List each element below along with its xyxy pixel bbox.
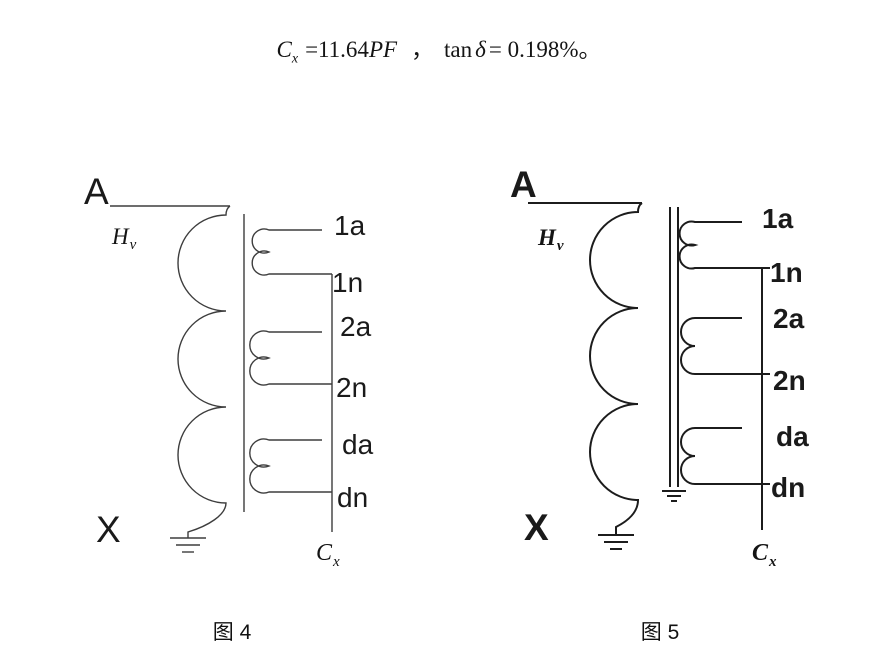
fig4-hv-label: Hv	[111, 224, 137, 253]
fig5-hv-label: Hv	[537, 225, 564, 254]
formula-period: 。	[578, 37, 602, 62]
fig5-core-ground-icon	[662, 490, 686, 502]
figure-4-caption: 图 4	[212, 621, 252, 644]
formula-cx-base: C	[276, 37, 292, 62]
fig5-hv-subscript: v	[557, 238, 564, 254]
fig4-hv-base: H	[111, 224, 130, 249]
fig5-secondary-winding-1	[678, 220, 770, 270]
fig5-tap-label-2n: 2n	[773, 365, 806, 396]
formula-tan-value: = 0.198%	[488, 37, 579, 62]
fig4-hv-subscript: v	[130, 237, 137, 253]
formula-cx-subscript: x	[291, 51, 299, 67]
fig5-cx-base: C	[752, 540, 769, 566]
fig5-ground-icon	[598, 534, 634, 550]
fig4-terminal-x-label: X	[96, 509, 121, 550]
fig5-tap-label-1a: 1a	[762, 203, 794, 234]
formula-delta: δ	[475, 37, 486, 62]
fig4-secondary-winding-2	[249, 330, 332, 386]
fig5-primary-winding	[589, 202, 643, 535]
fig5-terminal-a-label: A	[510, 164, 537, 205]
fig4-secondary-winding-1	[251, 228, 332, 276]
formula-tan: tan	[444, 37, 473, 62]
fig5-secondary-winding-3	[680, 427, 770, 485]
fig4-secondary-winding-3	[249, 438, 332, 494]
fig4-cx-subscript: x	[332, 554, 340, 570]
fig4-tap-label-1a: 1a	[334, 210, 366, 241]
fig5-tap-label-da: da	[776, 421, 809, 452]
fig4-tap-label-2n: 2n	[336, 372, 367, 403]
fig5-cx-subscript: x	[768, 554, 777, 570]
fig5-tap-label-dn: dn	[771, 472, 805, 503]
fig4-tap-label-dn: dn	[337, 482, 368, 513]
fig4-ground-icon	[170, 537, 206, 553]
formula-cx-symbol: Cx	[276, 37, 299, 67]
fig4-tap-label-da: da	[342, 429, 374, 460]
fig5-tap-label-2a: 2a	[773, 303, 805, 334]
fig4-cx-label: Cx	[316, 540, 340, 570]
fig5-secondary-winding-2	[680, 317, 770, 375]
fig5-hv-base: H	[537, 225, 557, 250]
figure-5-diagram: A Hv X 1a 1n 2a 2n da	[510, 164, 809, 570]
figure-5-caption: 图 5	[640, 621, 680, 644]
fig5-cx-label: Cx	[752, 540, 777, 570]
fig5-tap-label-1n: 1n	[770, 257, 803, 288]
fig4-primary-winding	[177, 205, 231, 538]
fig4-cx-base: C	[316, 540, 333, 566]
formula-comma: ，	[411, 37, 435, 62]
fig5-terminal-x-label: X	[524, 507, 549, 548]
formula-cx-value: =11.64	[305, 37, 369, 62]
fig4-terminal-a-label: A	[84, 171, 109, 212]
figure-4-diagram: A Hv X 1a 1n 2a 2n da dn Cx	[84, 171, 374, 570]
fig4-tap-label-2a: 2a	[340, 311, 372, 342]
fig4-tap-label-1n: 1n	[332, 267, 363, 298]
formula-unit-pf: PF	[368, 37, 398, 62]
